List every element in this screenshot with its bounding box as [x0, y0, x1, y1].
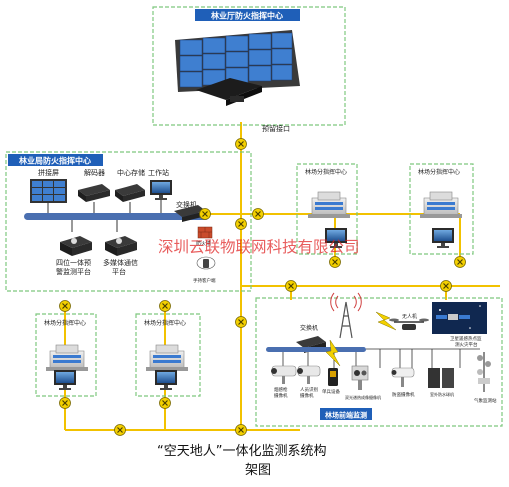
top-center-title: 林业厅防火指挥中心: [211, 11, 283, 21]
weather-station-icon: [477, 352, 491, 392]
central-storage-icon: [115, 184, 145, 202]
front-drops: [282, 352, 357, 368]
caption-line1: “空天地人”一体化监测系统构: [157, 444, 326, 459]
front-switch-label: 交换机: [300, 324, 318, 332]
central-storage-label: 中心存储: [117, 168, 145, 177]
county-center-title: 林业局防火指挥中心: [19, 156, 91, 166]
dual-spectrum-label: 双光谱热成像摄像机: [345, 394, 381, 400]
anti-theft-camera-icon: [391, 367, 415, 387]
human-camera-label: 人员识别 摄像机: [300, 386, 319, 399]
smoke-camera-label: 烟感枪 摄像机: [274, 386, 289, 399]
reserved-port-label: 预留接口: [262, 124, 290, 133]
satellite-label: 卫星遥感热点监 测火灾平台: [450, 335, 483, 348]
dual-spectrum-camera-icon: [351, 365, 369, 390]
station-center-1-title: 林场分指挥中心: [305, 168, 347, 176]
switch-label: 交换机: [176, 200, 197, 209]
front-bus: [266, 347, 366, 352]
firewall-label: 防火墙: [196, 240, 211, 247]
platform-4in1-icon: [60, 236, 92, 256]
outdoor-dome-camera-label: 室外防水球机: [430, 391, 454, 397]
multimedia-platform-line1: 多媒体通信: [103, 258, 138, 267]
smoke-camera-icon: [271, 365, 297, 384]
lightning-link-icon-2: [325, 339, 341, 367]
station-center-4-title: 林场分指挥中心: [144, 319, 186, 327]
top-command-center: 林业厅防火指挥中心 预留接口: [152, 6, 346, 133]
human-camera-icon: [297, 365, 321, 384]
human-camera-label-line1: 人员识别: [300, 386, 318, 393]
smoke-camera-label-line1: 烟感枪: [274, 386, 288, 393]
satellite-icon: [432, 302, 487, 334]
handheld-terminal-icon: [196, 256, 216, 270]
anti-theft-camera-label: 防盗摄像机: [392, 391, 415, 398]
platform-4in1-line2: 警监测平台: [56, 267, 91, 276]
satellite-label-line1: 卫星遥感热点监: [450, 335, 482, 342]
video-wall-icon: [175, 30, 300, 106]
outdoor-dome-camera-icon: [428, 368, 454, 388]
lightning-link-icon: [375, 311, 397, 331]
multimedia-platform-icon: [105, 236, 137, 256]
weather-station-label: 气象监测站: [474, 397, 497, 404]
splice-screen-icon: [30, 179, 67, 203]
station-center-2-title: 林场分指挥中心: [418, 168, 460, 176]
decoder-label: 解码器: [84, 168, 105, 177]
drone-label: 无人机: [402, 313, 417, 320]
drone-icon: [389, 318, 429, 330]
multimedia-platform-line2: 平台: [112, 267, 126, 276]
front-monitor-title: 林场前端监测: [325, 411, 367, 420]
workstation-label: 工作站: [148, 168, 169, 177]
satellite-label-line2: 测火灾平台: [455, 341, 478, 348]
platform-4in1-line1: 四位一体预: [56, 258, 91, 267]
platform-4in1-label: 四位一体预 警监测平台: [56, 258, 93, 276]
station-center-3: 林场分指挥中心: [35, 313, 97, 397]
handheld-terminal-label: 手持客户端: [193, 277, 216, 284]
human-camera-label-line2: 摄像机: [300, 392, 314, 399]
network-bus: [24, 200, 209, 232]
smoke-camera-label-line2: 摄像机: [274, 392, 288, 399]
wireless-tower-icon: [330, 292, 362, 339]
workstation-icon: [150, 180, 172, 200]
front-monitor-area: 林场前端监测 交换机 无人机: [255, 292, 503, 427]
station-center-2: 林场分指挥中心: [409, 163, 474, 255]
county-command-center: 林业局防火指挥中心 拼接屏 解码器 中心存储 工作站 交换机: [5, 151, 252, 292]
station-center-3-title: 林场分指挥中心: [44, 319, 86, 327]
splice-screen-label: 拼接屏: [38, 168, 59, 177]
station-center-1: 林场分指挥中心: [296, 163, 358, 255]
individual-device-label: 单兵设备: [322, 388, 340, 395]
watermark-text: 深圳云联物联网科技有限公司: [158, 238, 360, 256]
firewall-icon: [197, 226, 213, 239]
multimedia-platform-label: 多媒体通信 平台: [103, 258, 140, 276]
caption-line2: 架图: [245, 463, 271, 478]
station-center-4: 林场分指挥中心: [135, 313, 201, 397]
decoder-icon: [78, 184, 110, 202]
individual-device-icon: [328, 368, 338, 386]
